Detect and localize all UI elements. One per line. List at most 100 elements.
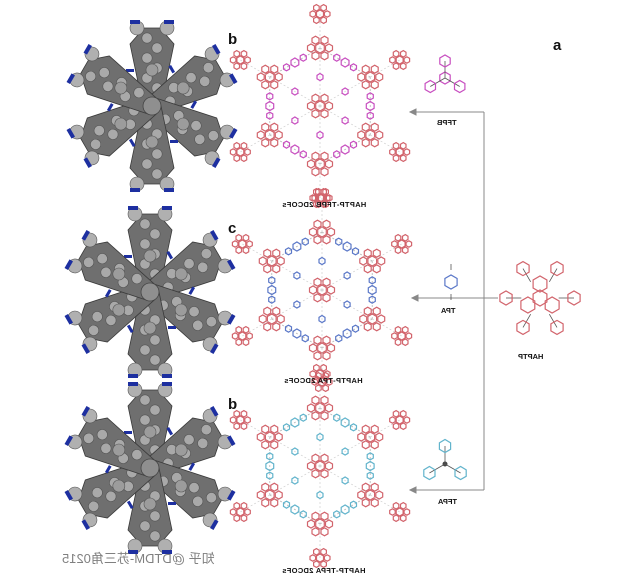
- model-atom: [139, 394, 151, 406]
- lattice-outer-link: [240, 494, 270, 513]
- core-ring: [274, 72, 283, 82]
- core-ring: [311, 35, 320, 45]
- model-atom: [91, 487, 103, 499]
- core-ring: [320, 16, 327, 25]
- core-ring: [270, 424, 279, 434]
- core-ring: [313, 16, 320, 25]
- molecule-tpa: [444, 264, 458, 300]
- core-ring: [311, 411, 320, 421]
- model-inner-atom: [174, 303, 188, 317]
- core-ring: [370, 138, 379, 148]
- linker-ring: [365, 460, 375, 472]
- core-ring: [399, 49, 407, 58]
- core-ring: [399, 62, 407, 71]
- core-ring: [322, 293, 331, 303]
- core-cluster: [309, 363, 331, 385]
- lattice-spoke: [319, 465, 371, 496]
- core-ring: [313, 351, 322, 361]
- model-side-blue: [188, 462, 196, 471]
- core-ring: [256, 432, 265, 442]
- core-cluster: [391, 233, 413, 255]
- core-ring: [236, 55, 245, 65]
- linker-ring: [340, 504, 350, 515]
- model-tip-blue: [66, 73, 75, 85]
- core-ring: [311, 51, 320, 61]
- core-ring: [270, 64, 279, 74]
- core-ring: [270, 80, 279, 90]
- core-ring: [306, 461, 316, 471]
- model-atom: [100, 266, 112, 278]
- tfpa-bond: [444, 463, 461, 474]
- lattice-outer-link: [370, 494, 400, 513]
- lattice-spoke: [271, 289, 323, 320]
- core-ring: [235, 246, 243, 255]
- core-ring: [266, 313, 277, 325]
- model-side-blue: [126, 69, 134, 72]
- linker-ring: [342, 328, 352, 339]
- lattice-link: [321, 318, 373, 349]
- core-ring: [324, 101, 334, 111]
- core-ring: [403, 508, 411, 516]
- core-ring: [392, 501, 400, 510]
- core-ring: [233, 501, 241, 510]
- model-atom: [183, 258, 195, 270]
- model-tip-blue: [66, 127, 75, 139]
- core-ring: [320, 547, 327, 556]
- model-tip-blue: [130, 20, 140, 24]
- linker-ring: [316, 490, 324, 500]
- model-atom: [190, 120, 202, 132]
- core-ring: [377, 256, 386, 266]
- model-tip-blue: [227, 313, 236, 325]
- core-ring: [392, 62, 400, 71]
- core-ring: [313, 187, 320, 196]
- core-ring: [270, 498, 279, 508]
- lattice-spoke: [321, 289, 373, 320]
- linker-ring: [265, 100, 275, 112]
- core-ring: [263, 306, 272, 316]
- core-ring: [377, 314, 386, 324]
- core-ring: [370, 498, 379, 508]
- core-ring: [313, 560, 320, 569]
- haptp-arm-ring: [516, 260, 530, 277]
- model-atom: [151, 168, 163, 180]
- core-ring: [309, 554, 317, 562]
- core-cluster: [229, 141, 251, 163]
- core-ring: [375, 490, 384, 500]
- model-tip-blue: [130, 188, 140, 192]
- model-atom: [96, 253, 108, 265]
- core-ring: [399, 514, 407, 523]
- core-ring: [236, 415, 245, 425]
- core-ring: [392, 154, 400, 163]
- linker-ring: [299, 150, 307, 159]
- core-cluster: [389, 141, 411, 163]
- model-atom: [88, 500, 100, 512]
- model-side-blue: [166, 250, 174, 260]
- core-ring: [306, 403, 316, 413]
- model-atom: [207, 130, 219, 142]
- linker-ring: [341, 87, 349, 96]
- core-ring: [233, 409, 241, 418]
- model-atom: [90, 138, 102, 150]
- model-atom: [197, 437, 209, 449]
- core-ring: [315, 460, 325, 472]
- core-ring: [357, 490, 366, 500]
- model-tip-blue: [162, 374, 172, 378]
- model-inner-atom: [176, 81, 190, 95]
- model-inner-atom: [145, 135, 159, 149]
- model-tip-blue: [212, 157, 221, 169]
- core-ring: [315, 9, 325, 19]
- model-atom: [149, 228, 161, 240]
- haptp-arm-ring: [550, 319, 564, 336]
- core-ring: [391, 240, 398, 248]
- core-ring: [309, 370, 317, 378]
- model-inner-atom: [112, 479, 126, 493]
- haptp-arm-ring: [550, 260, 564, 277]
- core-ring: [246, 240, 253, 248]
- model-atom: [141, 158, 153, 170]
- model-atom: [149, 404, 161, 416]
- core-cluster: [389, 501, 411, 523]
- core-ring: [397, 331, 406, 341]
- core-cluster: [256, 424, 283, 450]
- cof-lattice-bottom: [229, 363, 411, 569]
